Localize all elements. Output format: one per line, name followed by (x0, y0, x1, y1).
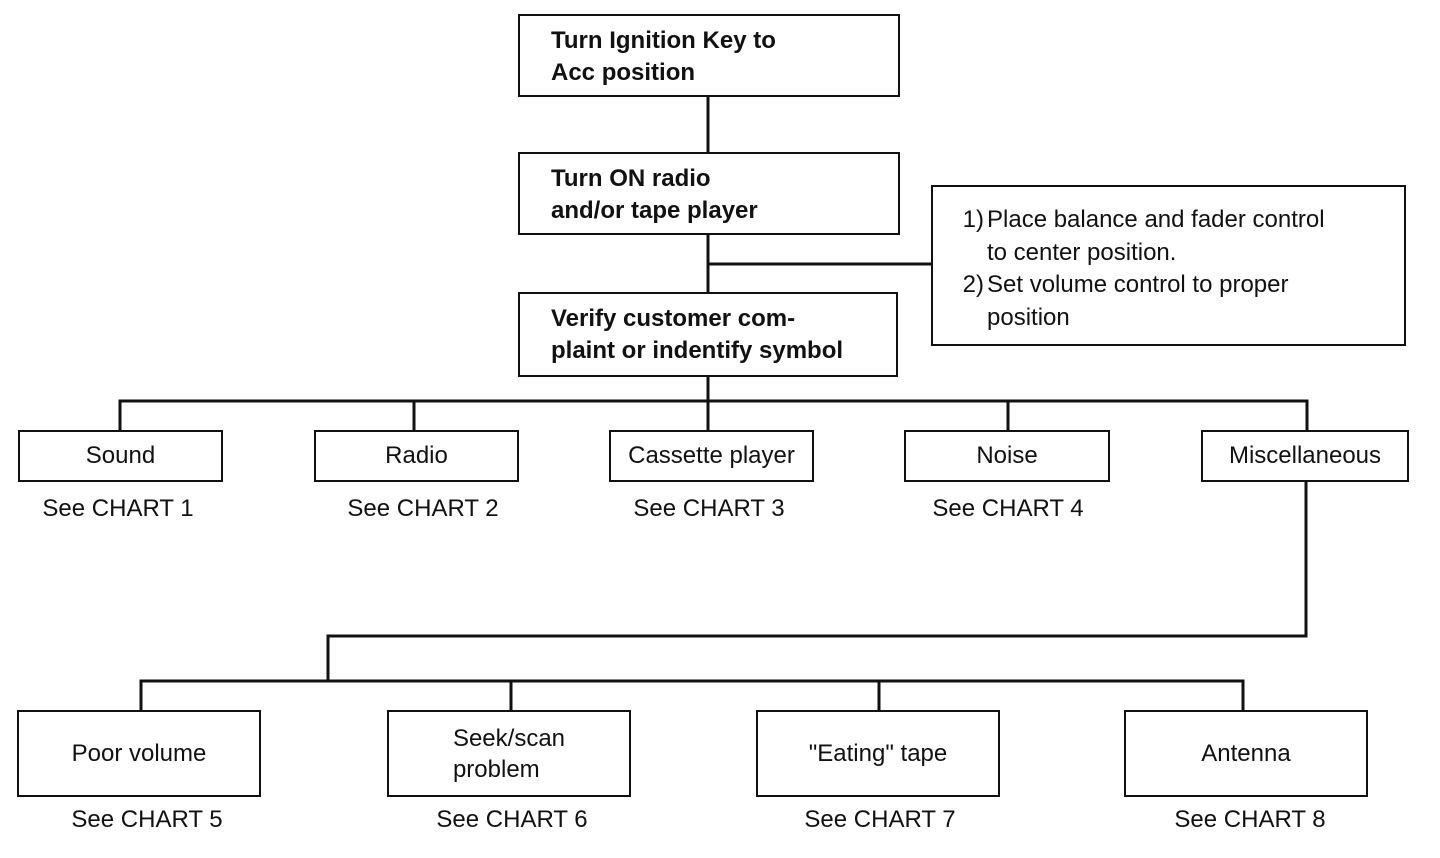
category-cassette-player: Cassette player (609, 430, 814, 482)
step-radio-on-box: Turn ON radio and/or tape player (518, 152, 900, 235)
step-verify-line1: Verify customer com- (551, 305, 796, 332)
note-item-2-line2: position (987, 303, 1070, 331)
category-noise: Noise (904, 430, 1110, 482)
note-item-2-line1: Set volume control to proper (987, 271, 1289, 298)
misc-antenna-label: Antenna (1201, 739, 1291, 767)
note-box: 1) Place balance and fader control to ce… (931, 185, 1406, 346)
misc-seek-scan: Seek/scan problem (387, 710, 631, 797)
category-miscellaneous: Miscellaneous (1201, 430, 1409, 482)
step-ignition-line2: Acc position (551, 59, 696, 86)
misc-eating-tape-label: "Eating" tape (808, 739, 948, 767)
misc-eating-tape: "Eating" tape (756, 710, 1000, 797)
category-miscellaneous-label: Miscellaneous (1228, 442, 1382, 469)
note-item-1-line1: Place balance and fader control (987, 206, 1325, 233)
category-radio: Radio (314, 430, 519, 482)
note-item-2-number: 2) (962, 271, 984, 298)
misc-seek-scan-line1: Seek/scan (452, 724, 566, 752)
note-item-2: 2) Set volume control to proper position (933, 269, 1404, 334)
category-noise-label: Noise (976, 442, 1038, 469)
chart-ref-6: See CHART 6 (436, 806, 588, 833)
note-item-1-line2: to center position. (987, 238, 1177, 266)
note-item-1-number: 1) (962, 206, 984, 233)
step-verify-box: Verify customer com- plaint or indentify… (518, 292, 898, 377)
category-radio-label: Radio (385, 442, 448, 469)
step-ignition-line1: Turn Ignition Key to (551, 27, 776, 54)
chart-ref-5: See CHART 5 (71, 806, 223, 833)
chart-ref-7: See CHART 7 (804, 806, 956, 833)
chart-ref-2: See CHART 2 (347, 495, 499, 522)
chart-ref-3: See CHART 3 (633, 495, 785, 522)
step-radio-on-line1: Turn ON radio (551, 165, 711, 192)
category-sound: Sound (18, 430, 223, 482)
misc-poor-volume-label: Poor volume (71, 739, 207, 767)
misc-seek-scan-line2: problem (452, 755, 540, 783)
misc-antenna: Antenna (1124, 710, 1368, 797)
chart-ref-4: See CHART 4 (932, 495, 1084, 522)
note-item-1: 1) Place balance and fader control to ce… (933, 204, 1404, 269)
misc-poor-volume: Poor volume (17, 710, 261, 797)
chart-ref-8: See CHART 8 (1174, 806, 1326, 833)
category-cassette-player-label: Cassette player (628, 442, 795, 469)
step-ignition-box: Turn Ignition Key to Acc position (518, 14, 900, 97)
step-verify-line2: plaint or indentify symbol (551, 337, 844, 364)
chart-ref-1: See CHART 1 (42, 495, 194, 522)
step-radio-on-line2: and/or tape player (551, 197, 758, 224)
category-sound-label: Sound (85, 442, 156, 469)
